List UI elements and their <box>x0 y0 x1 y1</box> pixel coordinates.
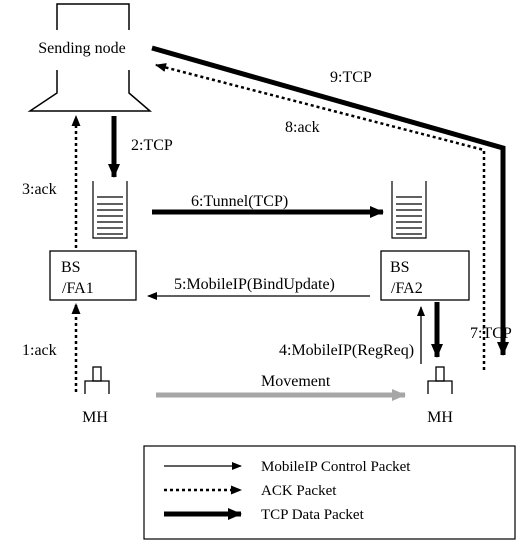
label-6-tunnel-tcp: 6:Tunnel(TCP) <box>191 193 288 210</box>
bs-fa1-label-line2: /FA1 <box>62 280 94 297</box>
legend: MobileIP Control Packet ACK Packet TCP D… <box>143 445 516 540</box>
sending-node-laptop-icon <box>27 3 153 112</box>
legend-box <box>143 445 516 540</box>
mh-right-label: MH <box>427 409 453 426</box>
queue-buffer-fa1 <box>92 181 128 239</box>
mh-left-label: MH <box>82 409 108 426</box>
label-1-ack: 1:ack <box>22 342 57 359</box>
bs-fa1-box <box>49 250 137 301</box>
label-7-tcp: 7:TCP <box>470 325 512 342</box>
bs-fa1-label-line1: BS <box>61 259 81 276</box>
bs-fa2-label-line2: /FA2 <box>391 280 423 297</box>
arrow-8-ack <box>155 63 486 370</box>
label-8-ack: 8:ack <box>285 119 320 136</box>
label-9-tcp: 9:TCP <box>330 69 372 86</box>
label-2-tcp: 2:TCP <box>131 137 173 154</box>
bs-fa2-box <box>380 250 470 301</box>
label-movement: Movement <box>261 373 331 390</box>
bs-fa2-label-line1: BS <box>390 259 410 276</box>
label-3-ack: 3:ack <box>22 181 57 198</box>
legend-ack-label: ACK Packet <box>261 483 337 499</box>
label-4-regreq: 4:MobileIP(RegReq) <box>279 342 414 359</box>
arrow-9-tcp <box>151 45 509 356</box>
legend-tcp-label: TCP Data Packet <box>261 507 365 523</box>
mh-left-phone-icon <box>84 366 110 394</box>
label-5-bindupdate: 5:MobileIP(BindUpdate) <box>174 276 335 293</box>
mh-right-phone-icon <box>427 366 453 394</box>
queue-buffer-fa2 <box>391 181 427 239</box>
legend-control-label: MobileIP Control Packet <box>261 459 411 475</box>
sending-node-label: Sending node <box>38 40 126 57</box>
